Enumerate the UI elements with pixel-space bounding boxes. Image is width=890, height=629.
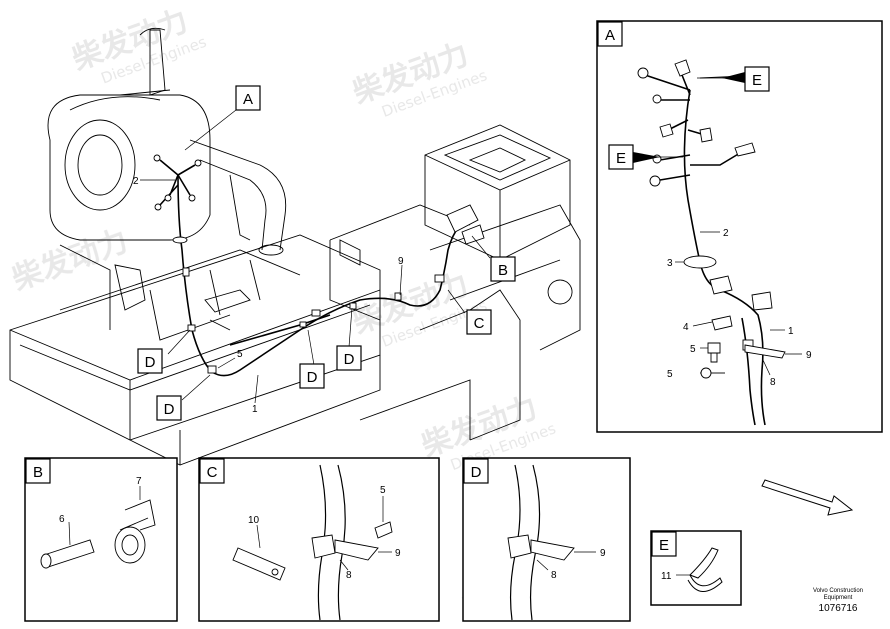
callout-E-1[interactable]: E (699, 66, 770, 92)
detail-C-label-8: 8 (346, 570, 352, 581)
detail-C-label-5: 5 (380, 485, 386, 496)
detail-C-panel: C 10 5 9 8 (198, 457, 440, 622)
detail-A-label-5: 5 (667, 369, 673, 380)
leader-lines (140, 109, 491, 404)
callout-D-label: D (344, 351, 355, 368)
detail-B-title: B (33, 464, 43, 481)
detail-A-label-4: 4 (683, 322, 689, 333)
detail-D-panel: D 9 8 (462, 457, 631, 622)
callout-D-4[interactable]: D (336, 345, 362, 371)
detail-B-parts (40, 499, 156, 569)
detail-A-label-5: 5 (690, 344, 696, 355)
part-label-1: 1 (252, 404, 258, 415)
detail-B-label-7: 7 (136, 476, 142, 487)
detail-C-label-10: 10 (248, 515, 260, 526)
detail-D-label-9: 9 (600, 548, 606, 559)
direction-arrow-icon (761, 479, 854, 516)
callout-B[interactable]: B (490, 256, 516, 282)
detail-A-title: A (605, 27, 615, 44)
detail-E-label-11: 11 (661, 571, 672, 582)
detail-A-label-1: 1 (788, 326, 794, 337)
detail-C-leaders (256, 496, 392, 571)
callout-E-label: E (752, 72, 762, 89)
detail-C-parts (232, 521, 393, 581)
detail-E-cable-tie (687, 547, 723, 592)
callout-D-label: D (164, 401, 175, 418)
watermark-cn: 柴发动力 (8, 224, 133, 298)
part-label-2: 2 (133, 176, 139, 187)
harness-connectors (153, 154, 485, 374)
detail-A-label-9: 9 (806, 350, 812, 361)
detail-C-title: C (207, 464, 218, 481)
callout-A[interactable]: A (235, 85, 261, 111)
detail-D-label-8: 8 (551, 570, 557, 581)
callout-D-2[interactable]: D (156, 395, 182, 421)
detail-B-panel: B 6 7 (24, 457, 178, 622)
detail-D-leaders (536, 551, 596, 571)
callout-B-label: B (498, 262, 508, 279)
callout-C[interactable]: C (466, 309, 492, 335)
detail-A-label-3: 3 (667, 258, 673, 269)
callout-E-label: E (616, 150, 626, 167)
detail-A-label-2: 2 (723, 228, 729, 239)
detail-E-panel: E 11 (650, 530, 742, 606)
callout-E-2[interactable]: E (608, 144, 660, 170)
company-name: Volvo Construction (813, 588, 863, 594)
callout-A-label: A (243, 91, 253, 108)
callout-D-1[interactable]: D (137, 348, 163, 374)
footer: Volvo Construction Equipment 1076716 (813, 588, 863, 614)
detail-E-title: E (659, 537, 669, 554)
callout-C-label: C (474, 315, 485, 332)
part-label-9: 9 (398, 256, 404, 267)
detail-C-label-9: 9 (395, 548, 401, 559)
callout-D-3[interactable]: D (299, 363, 325, 389)
machine-frame (9, 27, 581, 466)
drawing-number: 1076716 (819, 603, 858, 614)
part-label-5: 5 (237, 349, 243, 360)
detail-D-parts (507, 534, 575, 561)
detail-B-label-6: 6 (59, 514, 65, 525)
detail-B-leaders (68, 486, 141, 546)
company-name-line2: Equipment (824, 595, 853, 601)
callout-D-label: D (307, 369, 318, 386)
detail-A-connectors (637, 59, 786, 359)
detail-A-bolts (700, 342, 725, 379)
callout-D-label: D (145, 354, 156, 371)
detail-D-title: D (471, 464, 482, 481)
detail-A-label-8: 8 (770, 377, 776, 388)
detail-A-panel: A (596, 20, 883, 433)
